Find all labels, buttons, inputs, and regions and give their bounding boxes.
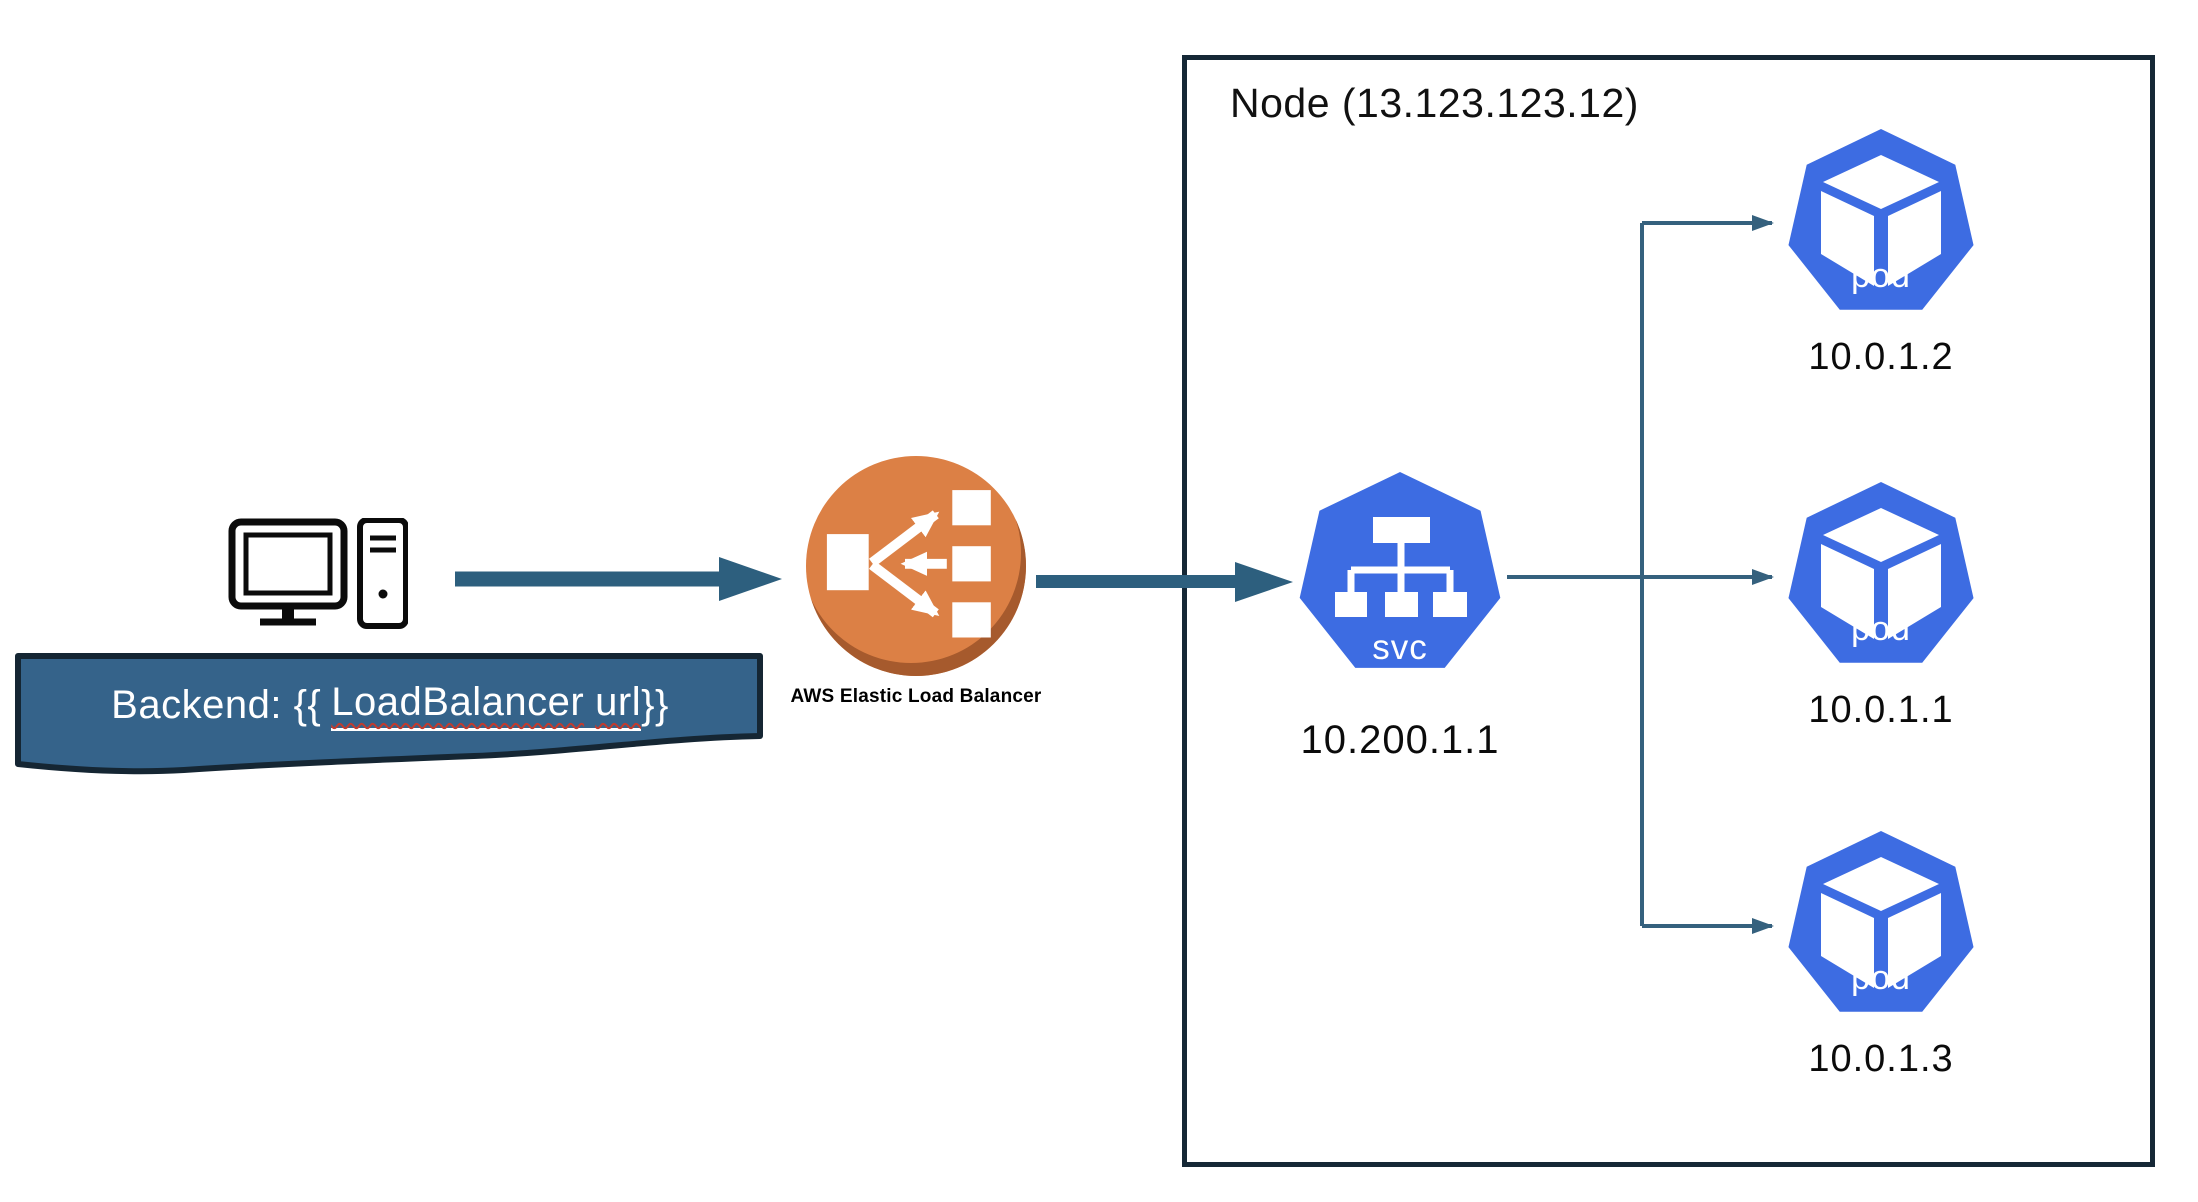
svc-icon-label: svc [1372, 628, 1428, 667]
svc-glyph [1335, 517, 1467, 617]
pod-ip-label-1: 10.0.1.2 [1808, 336, 1954, 378]
banner-prefix: Backend: {{ [111, 682, 322, 727]
flow-arrow-client-to-elb [455, 557, 782, 601]
pod-icon-label: pod [1851, 959, 1911, 997]
pod-ip-label-2: 10.0.1.1 [1808, 689, 1954, 731]
pod-cube-glyph [1821, 508, 1941, 639]
elb-label: AWS Elastic Load Balancer [790, 686, 1042, 707]
pod-icon-1: pod [1788, 129, 1974, 310]
pod-icon-2: pod [1788, 482, 1974, 663]
node-title: Node (13.123.123.12) [1230, 80, 1639, 126]
elb-icon [806, 456, 1026, 676]
backend-banner [15, 653, 763, 775]
banner-suffix: }} [641, 682, 669, 727]
pod-ip-label-3: 10.0.1.3 [1808, 1038, 1954, 1080]
connector-lines [1507, 215, 1774, 934]
elb-glyph [826, 490, 991, 638]
flow-arrow-elb-to-svc [1036, 562, 1293, 602]
banner-link-word-1: LoadBalancer [331, 679, 585, 724]
pod-icon-3: pod [1788, 831, 1974, 1012]
pod-icon-label: pod [1851, 610, 1911, 648]
pod-cube-glyph [1821, 857, 1941, 988]
pod-cube-glyph [1821, 155, 1941, 286]
node-box [1182, 55, 2155, 1167]
svc-ip-label: 10.200.1.1 [1300, 718, 1500, 762]
banner-link-word-2: url [595, 679, 642, 724]
svc-icon: svc [1299, 472, 1501, 668]
pod-icon-label: pod [1851, 257, 1911, 295]
client-computer-icon [228, 518, 408, 629]
